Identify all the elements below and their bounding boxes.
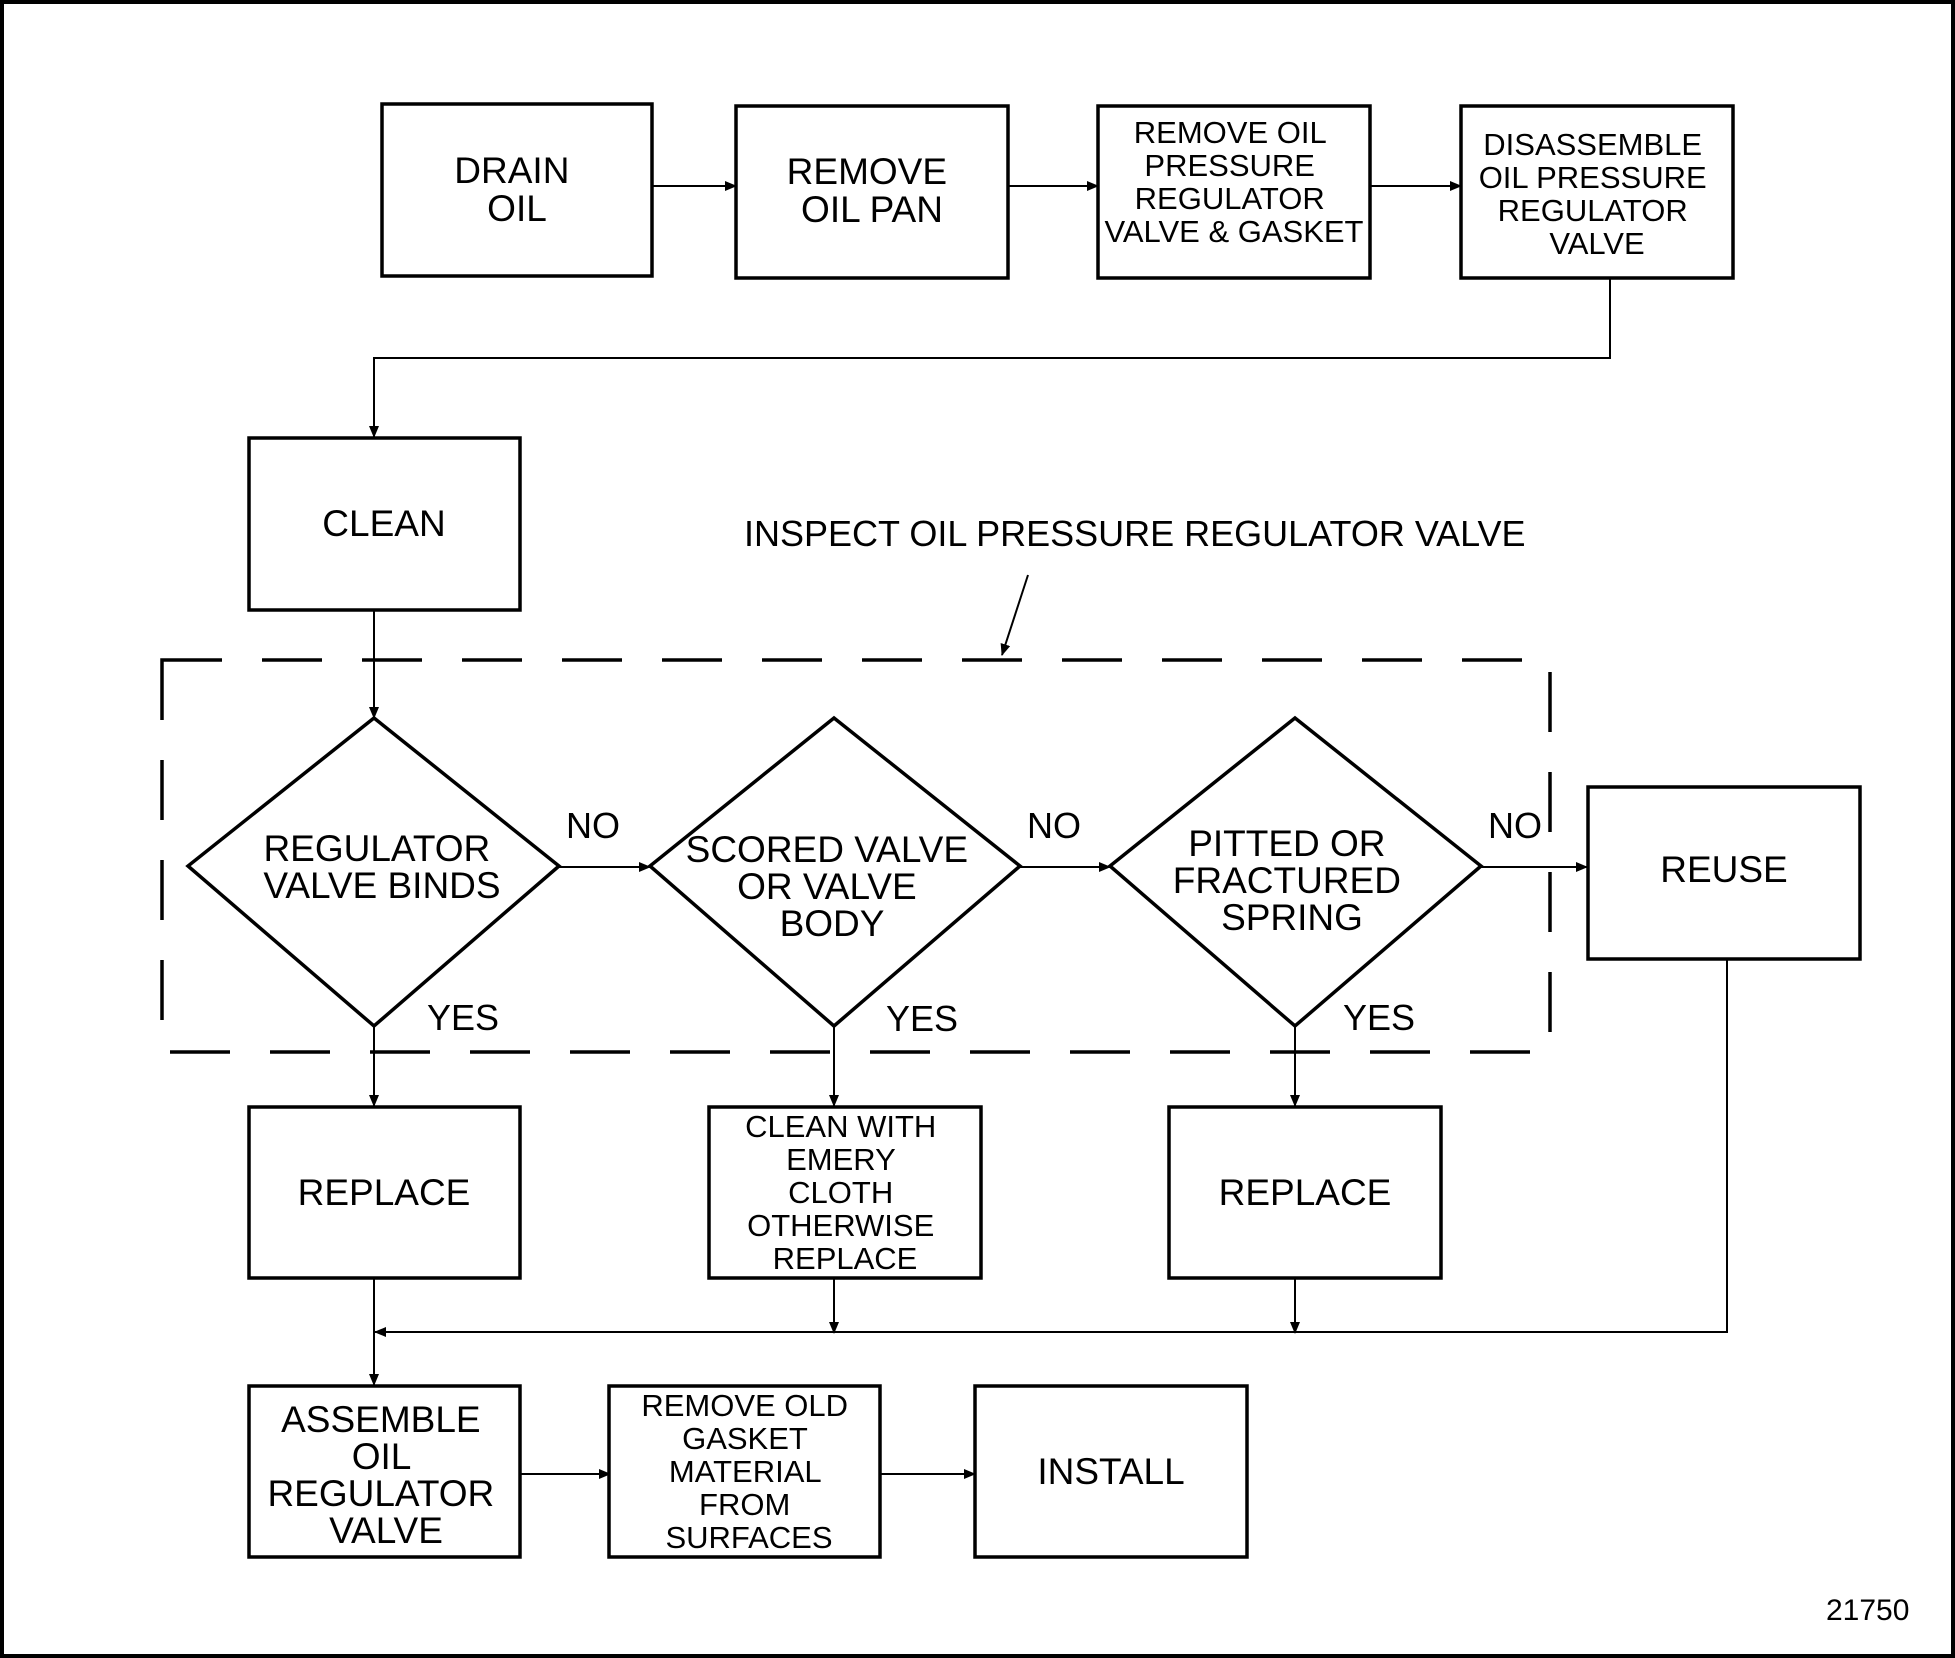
pitted-no-label: NO [1488, 805, 1542, 846]
drain-oil-box [380, 102, 654, 278]
valve-binds-decision [185, 715, 562, 1029]
reuse-label: REUSE [1660, 849, 1787, 890]
inspect-group-label: INSPECT OIL PRESSURE REGULATOR VALVE [744, 513, 1526, 554]
clean-emery-label: CLEAN WITH EMERY CLOTH OTHERWISE REPLACE [745, 1109, 945, 1276]
clean-box [247, 436, 522, 612]
remove-gasket-material-label: REMOVE OLD GASKET MATERIAL FROM SURFACES [641, 1388, 856, 1555]
valve-binds-label: REGULATOR VALVE BINDS [263, 828, 500, 906]
pitted-yes-label: YES [1343, 997, 1415, 1038]
scored-yes-label: YES [886, 998, 958, 1039]
assemble-valve-box [247, 1384, 522, 1559]
remove-oil-pan-box [734, 104, 1010, 280]
remove-valve-gasket-box [1096, 104, 1372, 280]
assemble-valve-label: ASSEMBLE OIL REGULATOR VALVE [267, 1399, 504, 1551]
scored-valve-decision [647, 715, 1023, 1029]
figure-number: 21750 [1826, 1594, 1909, 1627]
connectors [369, 181, 1728, 1479]
remove-gasket-material-box [607, 1384, 882, 1559]
replace-2-box [1167, 1105, 1443, 1280]
pitted-spring-label: PITTED OR FRACTURED SPRING [1173, 823, 1411, 938]
install-box [973, 1384, 1249, 1559]
replace-1-box [247, 1105, 522, 1280]
drain-oil-label: DRAIN OIL [454, 150, 579, 229]
disassemble-valve-box [1459, 104, 1735, 280]
replace-1-label: REPLACE [298, 1172, 471, 1213]
scored-no-label: NO [1027, 805, 1081, 846]
arrow-merge-return [374, 960, 1728, 1337]
remove-valve-gasket-label: REMOVE OIL PRESSURE REGULATOR VALVE & GA… [1104, 115, 1363, 249]
reuse-box [1586, 785, 1862, 961]
pitted-spring-decision [1107, 715, 1484, 1029]
arrow-disassemble-to-clean [369, 279, 1611, 438]
inspect-group-pointer [1000, 574, 1029, 656]
replace-2-label: REPLACE [1219, 1172, 1392, 1213]
clean-emery-box [707, 1105, 983, 1280]
valve-binds-no-label: NO [566, 805, 620, 846]
clean-label: CLEAN [322, 503, 445, 544]
remove-oil-pan-label: REMOVE OIL PAN [787, 151, 958, 230]
disassemble-valve-label: DISASSEMBLE OIL PRESSURE REGULATOR VALVE [1479, 127, 1716, 261]
install-label: INSTALL [1037, 1451, 1184, 1492]
scored-valve-label: SCORED VALVE OR VALVE BODY [686, 829, 979, 944]
valve-binds-yes-label: YES [427, 997, 499, 1038]
